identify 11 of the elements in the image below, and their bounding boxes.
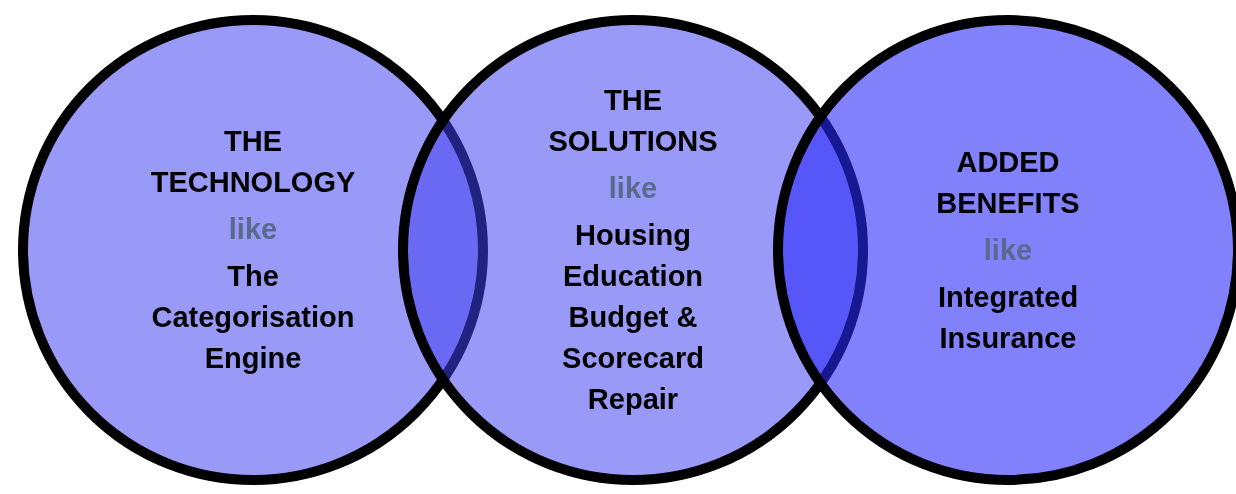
connector-word: like <box>608 171 658 206</box>
item-text: Housing <box>575 218 691 253</box>
item-text: Budget & Scorecard Repair <box>561 300 705 417</box>
item-text: The Categorisation Engine <box>150 259 356 376</box>
item-text: Integrated Insurance <box>936 279 1080 356</box>
item-text: Education <box>562 259 704 294</box>
section-heading: ADDED BENEFITS <box>935 144 1081 221</box>
section-heading: THE TECHNOLOGY <box>149 124 357 200</box>
connector-word: like <box>983 232 1033 268</box>
connector-word: like <box>228 212 278 247</box>
section-heading: THE SOLUTIONS <box>547 83 719 159</box>
